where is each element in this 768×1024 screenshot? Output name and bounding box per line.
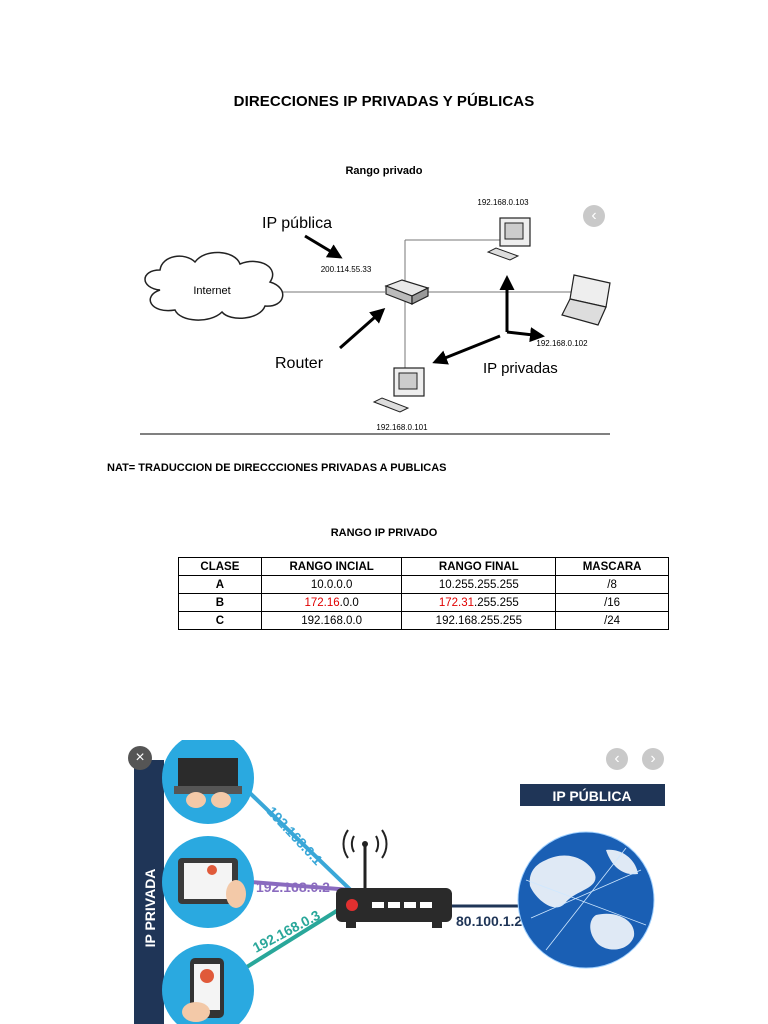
ip-privada-label: IP PRIVADA <box>142 869 158 948</box>
public-ip-label: IP pública <box>262 215 332 232</box>
rest-text: .255.255 <box>474 596 519 609</box>
header-mascara: MASCARA <box>555 557 669 576</box>
diagram-caption: Rango privado <box>345 165 423 177</box>
desktop-computer-top-icon <box>486 217 531 261</box>
chevron-right-icon: › <box>650 750 656 767</box>
internet-label: Internet <box>193 285 230 297</box>
chevron-left-icon: ‹ <box>591 207 597 224</box>
highlight-text: 172.16 <box>304 596 340 609</box>
public-ip-value: 80.100.1.27 <box>456 913 530 929</box>
cell-inicial: 10.0.0.0 <box>260 575 403 594</box>
private-public-ip-infographic: IP PRIVADA 192.168.0.1 192.168.0.2 192.1… <box>134 740 665 1024</box>
table-header-row: CLASE RANGO INCIAL RANGO FINAL MASCARA <box>178 557 669 576</box>
cell-clase: C <box>178 611 262 630</box>
ip3-label: 192.168.0.3 <box>250 907 323 956</box>
ip2-label: 192.168.0.2 <box>256 879 330 895</box>
close-icon: × <box>135 749 145 766</box>
table-title: RANGO IP PRIVADO <box>330 527 438 539</box>
cell-mascara: /24 <box>555 611 669 630</box>
cell-clase: B <box>178 593 262 612</box>
chevron-left-icon: ‹ <box>614 750 620 767</box>
cell-inicial: 192.168.0.0 <box>260 611 403 630</box>
table-row: C 192.168.0.0 192.168.255.255 /24 <box>178 611 669 630</box>
nat-definition: NAT= TRADUCCION DE DIRECCCIONES PRIVADAS… <box>107 462 447 474</box>
smartphone-icon <box>162 944 254 1024</box>
private-ips-label: IP privadas <box>483 360 558 377</box>
host-top-ip: 192.168.0.103 <box>477 198 529 207</box>
highlight-text: 172.31 <box>438 596 475 609</box>
laptop-typing-icon <box>162 740 254 824</box>
cell-final: 172.31.255.255 <box>401 593 557 612</box>
header-rango-final: RANGO FINAL <box>401 557 557 576</box>
gallery-next-button[interactable]: › <box>642 748 664 770</box>
cell-inicial: 172.16.0.0 <box>260 593 403 612</box>
laptop-icon <box>561 274 611 326</box>
globe-icon <box>517 831 655 969</box>
internet-cloud-icon <box>144 251 284 321</box>
host-laptop-ip: 192.168.0.102 <box>536 339 588 348</box>
host-bottom-ip: 192.168.0.101 <box>376 423 428 432</box>
wifi-router-icon <box>336 829 452 928</box>
public-ip-value: 200.114.55.33 <box>321 265 372 274</box>
carousel-prev-button[interactable]: ‹ <box>583 205 605 227</box>
table-row: A 10.0.0.0 10.255.255.255 /8 <box>178 575 669 594</box>
ip-ranges-table: CLASE RANGO INCIAL RANGO FINAL MASCARA A… <box>178 557 669 630</box>
network-diagram: Internet 192.168.0.103 192.168.0.102 192… <box>140 198 611 435</box>
cell-final: 192.168.255.255 <box>401 611 557 630</box>
tablet-touch-icon <box>162 836 254 928</box>
router-label: Router <box>275 355 324 372</box>
cell-clase: A <box>178 575 262 594</box>
header-clase: CLASE <box>178 557 262 576</box>
desktop-computer-bottom-icon <box>372 367 425 413</box>
cell-mascara: /16 <box>555 593 669 612</box>
gallery-prev-button[interactable]: ‹ <box>606 748 628 770</box>
close-button[interactable]: × <box>128 746 152 770</box>
table-row: B 172.16.0.0 172.31.255.255 /16 <box>178 593 669 612</box>
rest-text: .0.0 <box>339 596 359 609</box>
cell-mascara: /8 <box>555 575 669 594</box>
page-title: DIRECCIONES IP PRIVADAS Y PÚBLICAS <box>233 93 535 110</box>
cell-final: 10.255.255.255 <box>401 575 557 594</box>
ip-publica-label: IP PÚBLICA <box>552 787 631 804</box>
header-rango-inicial: RANGO INCIAL <box>260 557 403 576</box>
ip1-label: 192.168.0.1 <box>264 803 326 868</box>
router-icon <box>384 279 430 305</box>
